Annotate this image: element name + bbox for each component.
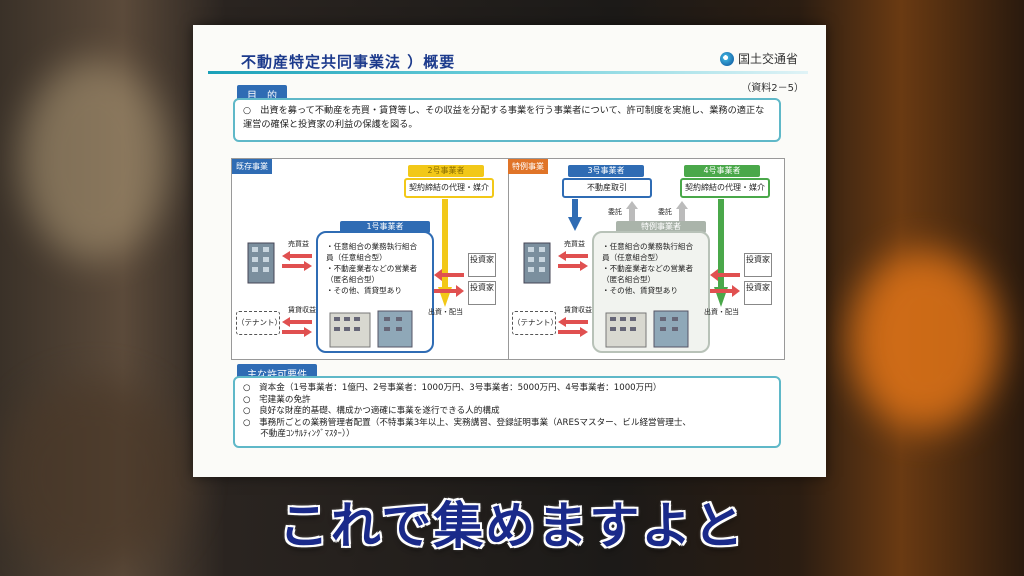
type1-item: 任意組合の業務執行組合員（任意組合型） [326,242,418,262]
special-item: 任意組合の業務執行組合員（任意組合型） [602,242,694,262]
special-item-list: ・任意組合の業務執行組合員（任意組合型） ・不動産業者などの営業者（匿名組合型）… [602,242,694,295]
slide-title: 不動産特定共同事業法 ）概要 [241,53,456,71]
investor-box: 投資家 [744,281,772,305]
requirement-item: ○ 事務所ごとの業務管理者配置（不特事業3年以上、実務講習、登録証明事業（ARE… [243,417,692,428]
ministry-logo: 国土交通省 [719,50,798,67]
investor-box: 投資家 [744,253,772,277]
type1-item: その他、賃貸型あり [333,286,402,295]
yellow-arrow-icon [438,199,452,307]
rent-income-label: 賃貸収益 [288,306,316,314]
requirement-item: ○ 宅建業の免許 [243,394,311,405]
tenant-box: （テナント） [512,311,558,335]
requirements-box: ○ 資本金（1号事業者：1億円、2号事業者：1000万円、3号事業者：5000万… [233,376,781,448]
exchange-arrow-icon [434,269,464,297]
scheme-diagram: 既存事業 2号事業者 契約締結の代理・媒介 1号事業者 ・任意組合の業務執行組合… [231,158,785,360]
purpose-box: ○ 出資を募って不動産を売買・賃貸等し、その収益を分配する事業を行う事業者につい… [233,98,781,142]
entrust-label: 委託 [658,208,672,216]
green-arrow-icon [714,199,728,307]
special-item: 不動産業者などの営業者（匿名組合型） [602,264,694,284]
gray-arrow-icon [676,201,688,223]
background-blur [850,250,1000,430]
special-business-tag: 特例事業 [508,159,548,174]
ministry-name: 国土交通省 [737,52,798,66]
investment-dividend-label: 出資・配当 [428,308,463,316]
existing-business-tag: 既存事業 [232,159,272,174]
investor-box: 投資家 [468,281,496,305]
type2-operator-box: 契約締結の代理・媒介 [404,178,494,198]
type4-operator-box: 契約締結の代理・媒介 [680,178,770,198]
special-operator-head: 特例事業者 [616,221,706,233]
sale-profit-label: 売買益 [288,240,309,248]
building-icon [329,310,413,348]
property-building-icon [523,242,551,284]
type3-operator-head: 3号事業者 [568,165,644,177]
video-subtitle: これで集めますよと [277,496,746,557]
exchange-arrow-icon [558,251,588,271]
exchange-arrow-icon [710,269,740,297]
type3-operator-box: 不動産取引 [562,178,652,198]
type1-operator-head: 1号事業者 [340,221,430,233]
presentation-slide: 不動産特定共同事業法 ）概要 国土交通省 （資料2－5） 目 的 ○ 出資を募っ… [193,25,826,477]
requirement-item: ○ 資本金（1号事業者：1億円、2号事業者：1000万円、3号事業者：5000万… [243,383,662,393]
document-reference: （資料2－5） [741,83,804,94]
entrust-label: 委託 [608,208,622,216]
investment-dividend-label: 出資・配当 [704,308,739,316]
type2-operator-head: 2号事業者 [408,165,484,177]
exchange-arrow-icon [282,251,312,271]
gray-arrow-icon [626,201,638,223]
requirement-item: 不動産ｺﾝｻﾙﾃｨﾝｸﾞﾏｽﾀｰ）） [243,429,355,439]
requirement-item: ○ 良好な財産的基礎、構成かつ適確に事業を遂行できる人的構成 [243,406,500,416]
exchange-arrow-icon [558,317,588,337]
rent-income-label: 賃貸収益 [564,306,592,314]
building-icon [605,310,689,348]
type4-operator-head: 4号事業者 [684,165,760,177]
type1-item-list: ・任意組合の業務執行組合員（任意組合型） ・不動産業者などの営業者（匿名組合型）… [326,242,418,295]
investor-box: 投資家 [468,253,496,277]
special-item: その他、賃貸型あり [609,286,678,295]
title-underline [208,71,808,74]
exchange-arrow-icon [282,317,312,337]
special-operator-box [592,231,710,353]
purpose-text: ○ 出資を募って不動産を売買・賃貸等し、その収益を分配する事業を行う事業者につい… [243,105,765,130]
existing-business-panel: 既存事業 2号事業者 契約締結の代理・媒介 1号事業者 ・任意組合の業務執行組合… [232,159,509,359]
sale-profit-label: 売買益 [564,240,585,248]
tenant-box: （テナント） [236,311,282,335]
ministry-emblem-icon [719,51,734,66]
background-blur [0,380,190,570]
background-blur [20,60,170,260]
special-business-panel: 特例事業 3号事業者 不動産取引 4号事業者 契約締結の代理・媒介 委託 委託 … [508,159,784,359]
blue-arrow-icon [568,199,582,231]
type1-item: 不動産業者などの営業者（匿名組合型） [326,264,418,284]
property-building-icon [247,242,275,284]
